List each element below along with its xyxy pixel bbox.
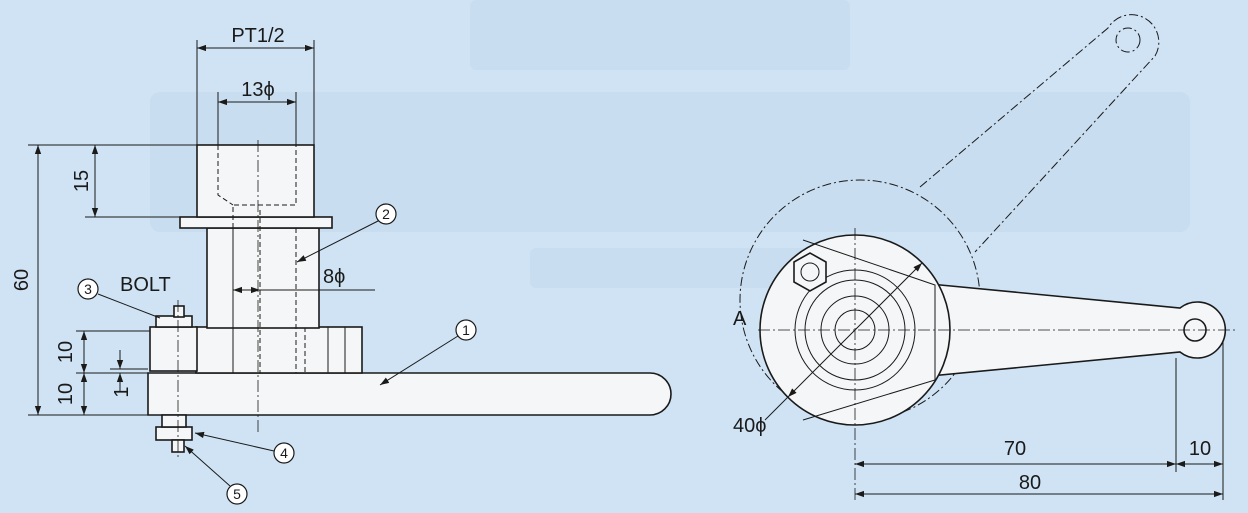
balloon-1: 1 [455, 319, 477, 341]
valve-body [206, 227, 320, 329]
dim-height-60: 60 [11, 269, 33, 291]
dim-diameter-40: 40ϕ [733, 415, 766, 437]
dim-height-10-upper: 10 [55, 341, 77, 363]
washer [161, 414, 187, 428]
dim-length-70: 70 [1004, 438, 1026, 460]
svg-text:2: 2 [382, 206, 390, 222]
nut [155, 426, 193, 441]
plan-lever-arm [929, 283, 1227, 377]
dim-height-10-lower: 10 [55, 383, 77, 405]
dim-height-15: 15 [71, 170, 93, 192]
svg-text:5: 5 [233, 486, 241, 502]
background-watermark [150, 0, 1190, 288]
upper-socket [196, 144, 315, 218]
side-view: PT1/2 13ϕ 8ϕ 15 60 10 10 1 BOLT [11, 25, 672, 505]
lever-hub [195, 326, 363, 374]
svg-text:3: 3 [84, 281, 92, 297]
plan-view: A 40ϕ 70 10 80 [733, 14, 1235, 500]
view-label-a: A [733, 308, 747, 330]
bolt-label: BOLT [120, 274, 171, 296]
dim-gap-1: 1 [111, 386, 133, 397]
dim-pt-thread: PT1/2 [231, 25, 284, 47]
balloon-4: 4 [273, 442, 295, 464]
dim-length-10: 10 [1189, 438, 1211, 460]
flange [179, 216, 333, 229]
balloon-2: 2 [375, 203, 397, 225]
svg-text:4: 4 [280, 445, 288, 461]
lever-phantom-position [919, 14, 1160, 253]
bolt-head [149, 326, 198, 372]
dim-length-80: 80 [1019, 472, 1041, 494]
plan-bolt-hex [793, 252, 827, 292]
dim-bore-8: 8ϕ [323, 266, 345, 288]
balloon-5: 5 [226, 483, 248, 505]
dim-bore-13: 13ϕ [241, 79, 274, 101]
lever-arm [147, 372, 672, 416]
balloon-3: 3 [77, 278, 99, 300]
svg-text:1: 1 [462, 322, 470, 338]
